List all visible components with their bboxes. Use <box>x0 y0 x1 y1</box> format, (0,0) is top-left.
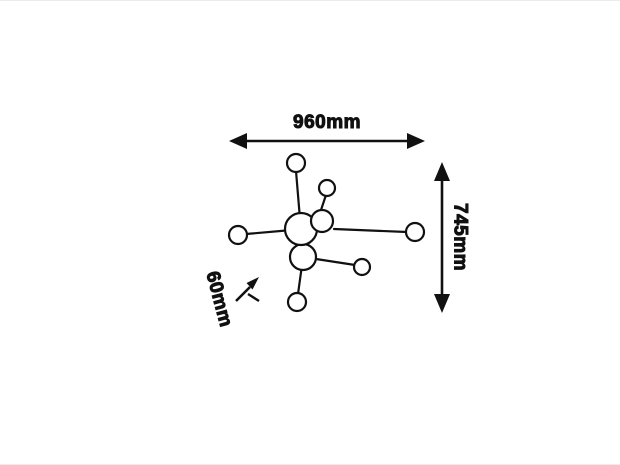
height-dimension-label: 745mm <box>449 203 470 271</box>
detail-dimension-tick <box>247 292 260 303</box>
detail-dimension-label: 60mm <box>201 269 236 329</box>
detail-dimension-line <box>235 286 251 302</box>
canopy-circle-lower <box>288 242 318 272</box>
height-arrowhead-bottom-icon <box>434 294 450 313</box>
canopy-circle-right <box>309 208 335 234</box>
height-dimension: 745mm <box>434 162 471 313</box>
bulb-circle-left <box>227 224 249 246</box>
bulb-circle-bottom <box>286 291 308 313</box>
width-arrowhead-left-icon <box>229 133 247 149</box>
detail-dimension: 60mm <box>201 269 260 330</box>
fixture-drawing <box>227 152 426 313</box>
detail-arrowhead-icon <box>246 277 259 290</box>
height-arrowhead-top-icon <box>434 162 450 181</box>
width-dimension-label: 960mm <box>293 112 361 133</box>
bulb-circle-right <box>404 221 426 243</box>
bulb-circle-lower-right <box>352 257 372 277</box>
arm-line-top <box>294 169 302 221</box>
bulb-circle-upper-right <box>317 178 337 198</box>
width-dimension: 960mm <box>229 112 425 149</box>
width-arrowhead-right-icon <box>407 133 425 149</box>
arm-line-lower-right <box>314 257 357 267</box>
bulb-circle-top <box>285 152 307 174</box>
arm-line-right <box>332 227 409 234</box>
